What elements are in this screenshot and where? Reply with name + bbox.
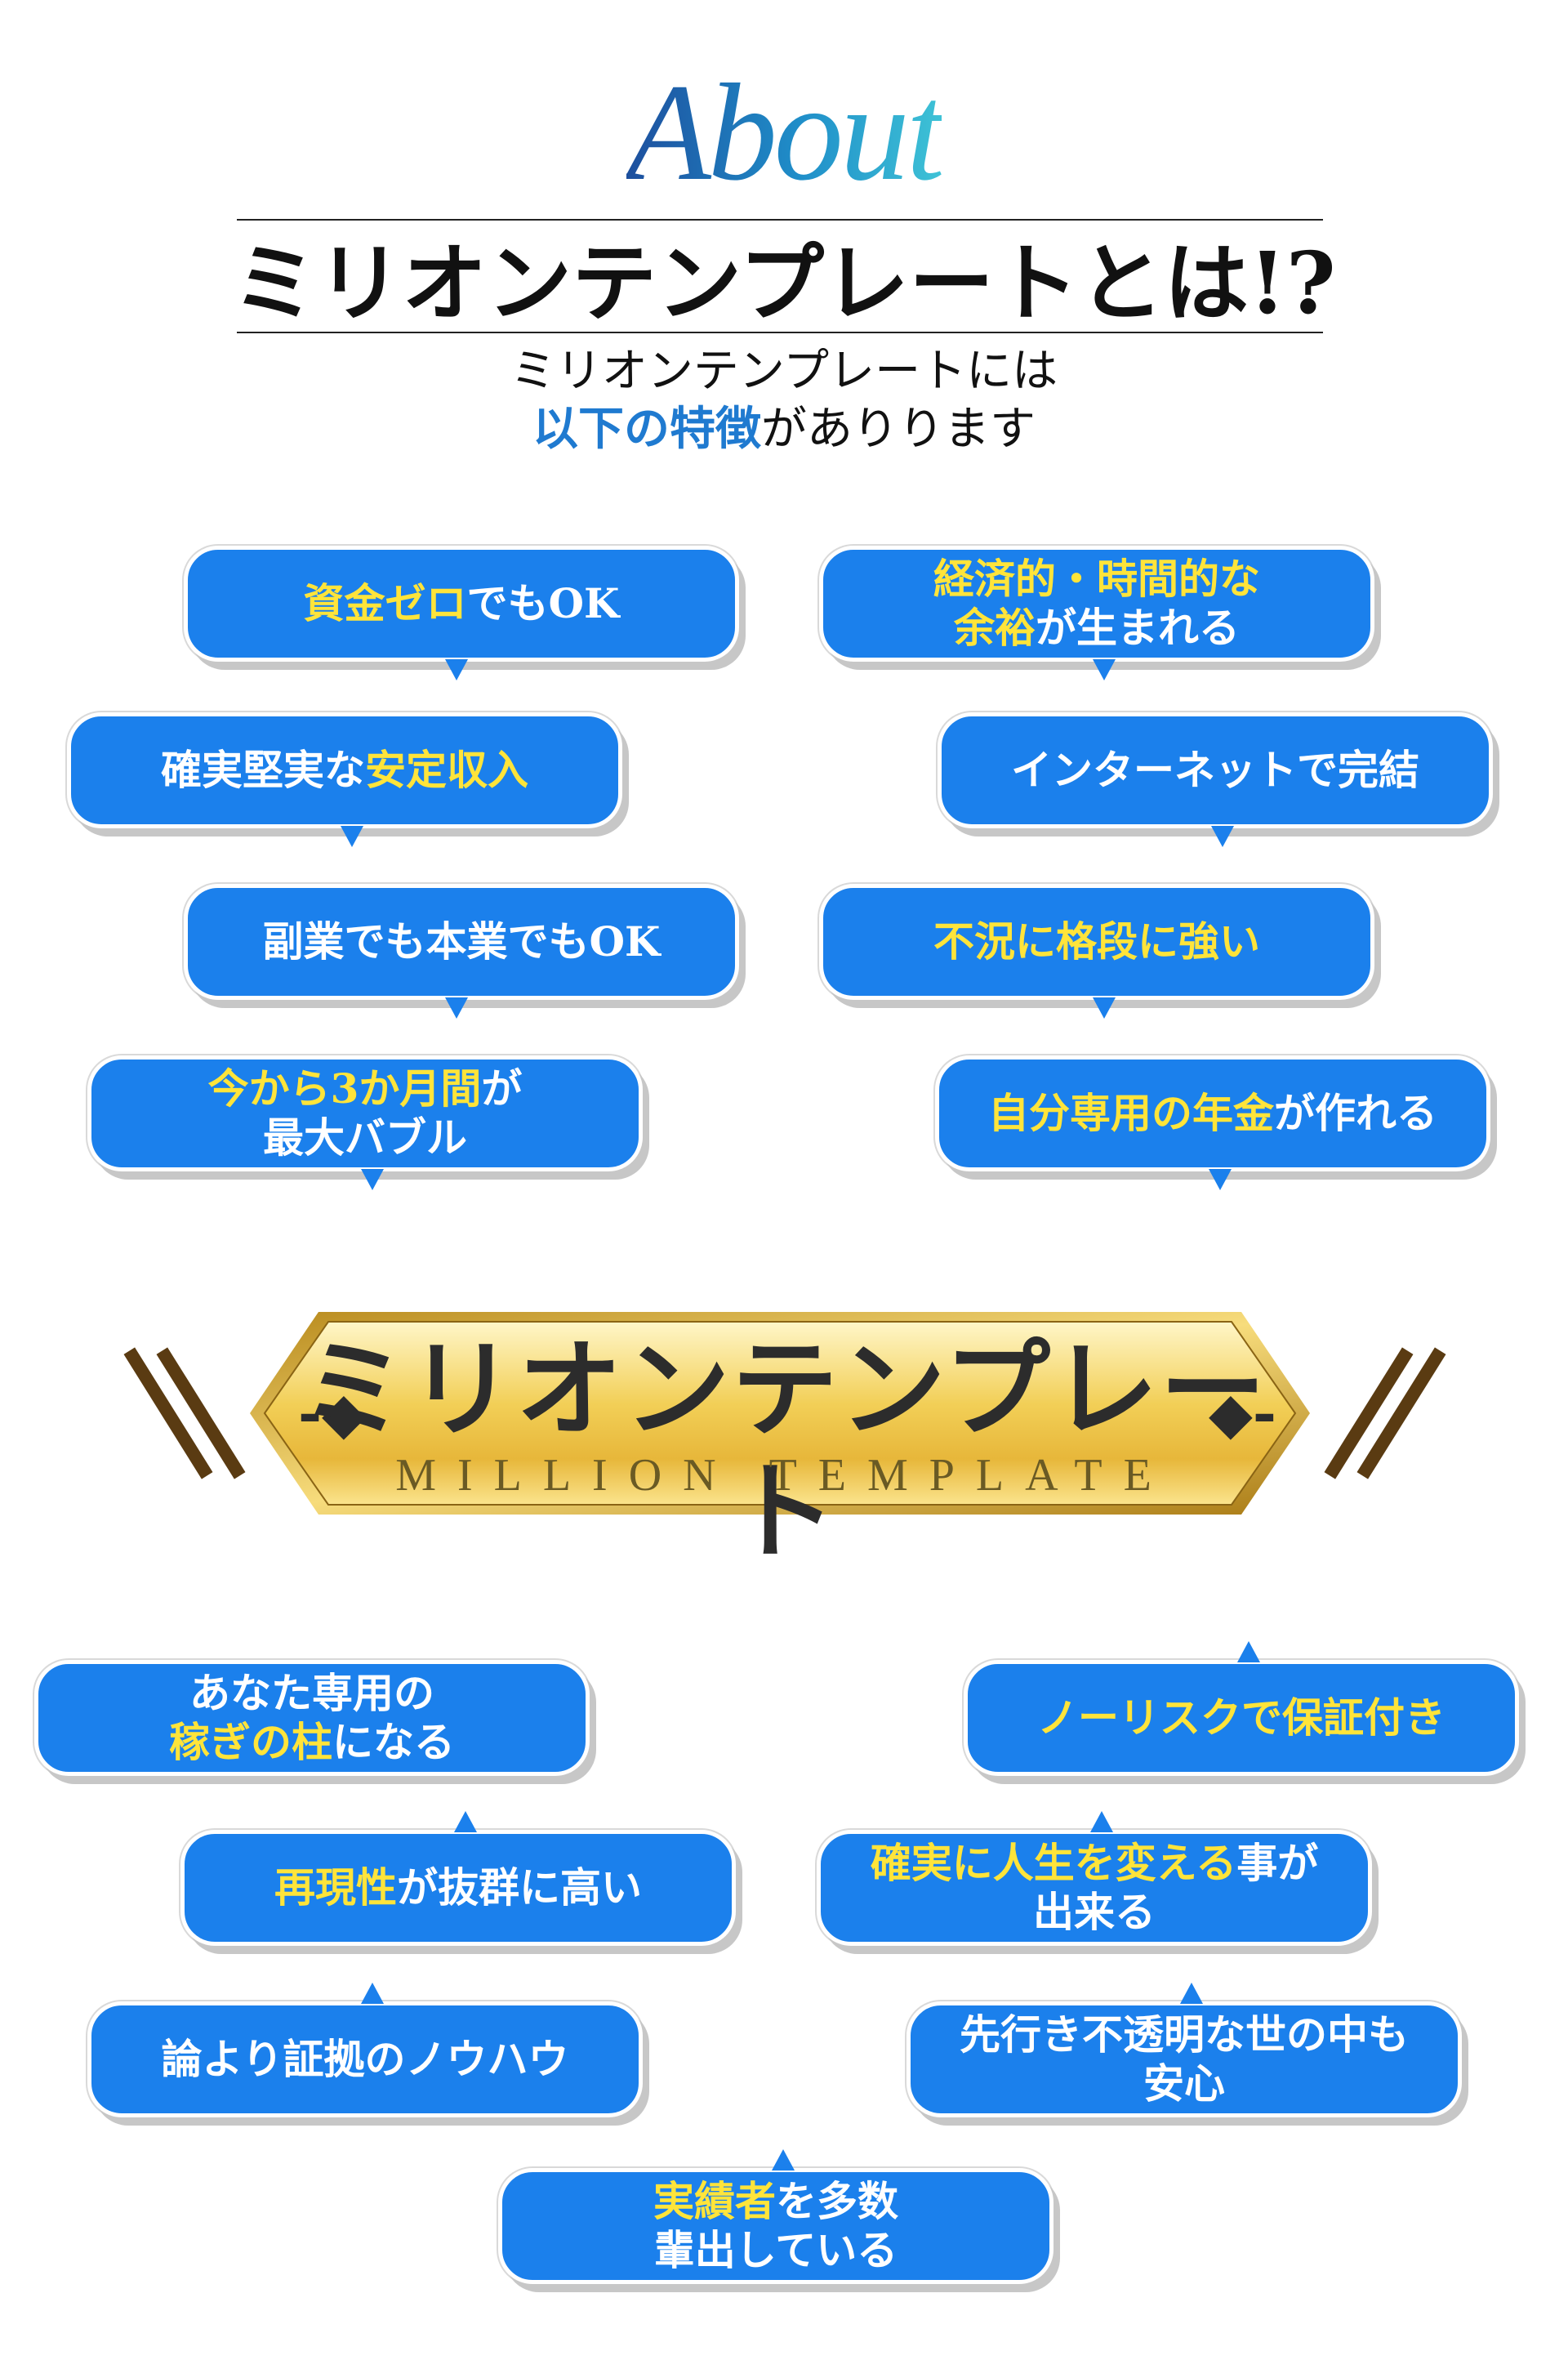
feature-highlight-text: ノーリスクで保証付き: [1037, 1693, 1446, 1742]
feature-highlight-text: 再現性: [274, 1863, 397, 1912]
feature-text: 安心: [1143, 2059, 1225, 2108]
feature-text: が作れる: [1274, 1089, 1437, 1137]
feature-bubble: 資金ゼロでもOK: [184, 546, 739, 680]
intro-rest: がありります: [761, 403, 1036, 456]
feature-bubble: 先行き不透明な世の中も安心: [906, 1983, 1462, 2117]
feature-highlight-text: 資金ゼロ: [303, 579, 467, 627]
feature-highlight-text: 経済的・時間的な: [933, 555, 1260, 603]
feature-bubble: 確実堅実な安定収入: [67, 712, 622, 847]
feature-bubble: 副業でも本業でもOK: [184, 884, 739, 1019]
feature-highlight-text: 余裕: [954, 604, 1036, 652]
feature-highlight-text: 今から3か月間: [207, 1064, 482, 1113]
intro-line-1: ミリオンテンプレートには: [510, 345, 1058, 398]
feature-text: になる: [332, 1718, 455, 1766]
feature-bubble: ノーリスクで保証付き: [964, 1641, 1519, 1776]
feature-text: 先行き不透明な世の中も: [960, 2010, 1409, 2059]
feature-bubble: 論より証拠のノウハウ: [87, 1983, 643, 2117]
feature-highlight-text: 実績者: [653, 2177, 776, 2225]
feature-text: あなた専用の: [189, 1669, 434, 1717]
feature-text: 論より証拠のノウハウ: [161, 2035, 569, 2083]
banner-right-ornament: ◆-: [1209, 1379, 1276, 1447]
about-script-title: About: [626, 56, 945, 209]
banner-title-jp: ミリオンテンプレート: [300, 1327, 1268, 1574]
title-bottom-rule: [237, 332, 1323, 333]
feature-text: 確実堅実な: [161, 746, 365, 794]
banner-title-en: MILLION TEMPLATE: [395, 1450, 1173, 1501]
feature-bubble: 不況に格段に強い: [819, 884, 1374, 1019]
feature-bubble: 再現性が抜群に高い: [180, 1811, 736, 1946]
gold-banner: [250, 1312, 1310, 1515]
feature-highlight-text: 自分専用の年金: [988, 1089, 1274, 1137]
feature-bubble: インターネットで完結: [938, 712, 1493, 847]
feature-bubble: あなた専用の稼ぎの柱になる: [34, 1660, 590, 1776]
page-title: ミリオンテンプレートとは!?: [232, 233, 1336, 333]
title-top-rule: [237, 219, 1323, 221]
feature-bubble: 経済的・時間的な余裕が生まれる: [819, 546, 1374, 680]
feature-highlight-text: 確実に人生を変える: [870, 1839, 1237, 1887]
feature-bubble: 確実に人生を変える事が出来る: [817, 1811, 1372, 1946]
feature-text: 副業でも本業でもOK: [262, 917, 661, 966]
feature-text: 事が: [1236, 1839, 1319, 1887]
feature-text: でもOK: [466, 579, 620, 627]
feature-highlight-text: 不況に格段に強い: [933, 917, 1260, 966]
feature-highlight-text: 安定収入: [365, 746, 528, 794]
feature-text: インターネットで完結: [1011, 746, 1419, 794]
feature-bubble: 今から3か月間が最大バブル: [87, 1055, 643, 1190]
feature-bubble: 自分専用の年金が作れる: [935, 1055, 1490, 1190]
intro-line-2: 以下の特徴がありります: [0, 402, 1568, 457]
feature-text: が: [481, 1064, 523, 1113]
feature-highlight-text: 稼ぎの柱: [169, 1718, 332, 1766]
intro-highlight: 以下の特徴: [532, 402, 761, 456]
feature-text: 輩出している: [653, 2226, 898, 2274]
feature-text: 出来る: [1033, 1888, 1156, 1936]
banner-left-ornament: -◆: [298, 1379, 366, 1447]
feature-text: が生まれる: [1036, 604, 1240, 652]
feature-text: が抜群に高い: [397, 1863, 642, 1912]
feature-bubble: 実績者を多数輩出している: [498, 2149, 1054, 2284]
feature-text: を多数: [776, 2177, 898, 2225]
feature-text: 最大バブル: [262, 1113, 467, 1162]
